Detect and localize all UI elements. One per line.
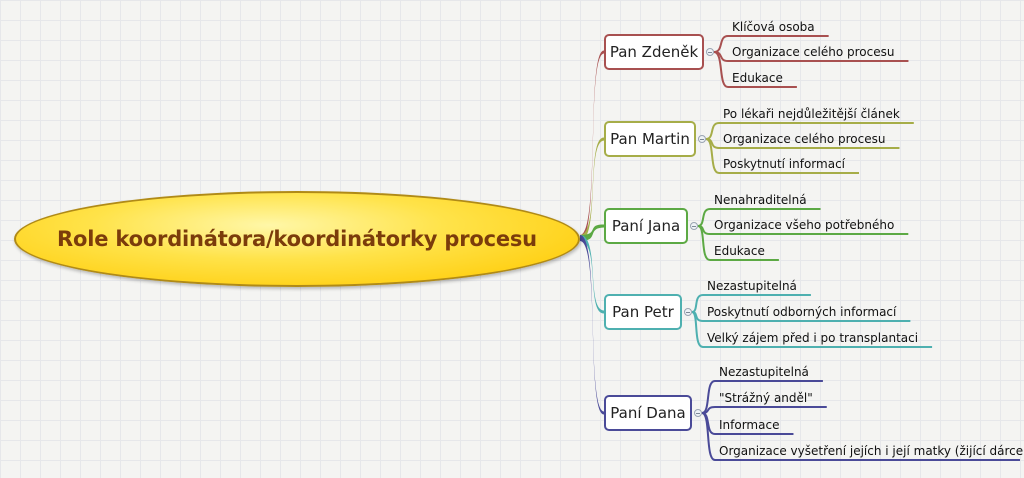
subtopic-connector [697, 225, 779, 261]
subtopic-label[interactable]: Poskytnutí odborných informací [707, 305, 897, 319]
branch-connector-pan-zdenek [580, 50, 604, 241]
subtopic-label[interactable]: Organizace všeho potřebného [714, 218, 895, 232]
branch-node-pan-petr[interactable]: Pan Petr [604, 294, 682, 330]
branch-node-pani-dana[interactable]: Paní Dana [604, 395, 692, 431]
branch-node-pan-martin[interactable]: Pan Martin [604, 121, 696, 157]
subtopic-label[interactable]: Organizace vyšetření jejích i její matky… [719, 444, 1024, 458]
central-topic[interactable]: Role koordinátora/koordinátorky procesu [14, 191, 580, 287]
subtopic-connector [705, 138, 859, 174]
branch-node-label: Pan Petr [612, 303, 674, 321]
subtopic-label[interactable]: Organizace celého procesu [732, 45, 895, 59]
branch-node-label: Pan Martin [610, 130, 690, 148]
subtopic-label[interactable]: Klíčová osoba [732, 20, 815, 34]
collapse-toggle-icon[interactable] [690, 222, 698, 230]
subtopic-label[interactable]: Nezastupitelná [719, 365, 809, 379]
branch-node-pani-jana[interactable]: Paní Jana [604, 208, 688, 244]
collapse-toggle-icon[interactable] [698, 135, 706, 143]
branch-connector-pani-dana [580, 235, 604, 415]
subtopic-label[interactable]: Velký zájem před i po transplantaci [707, 331, 919, 345]
subtopic-label[interactable]: Poskytnutí informací [723, 157, 845, 171]
subtopic-label[interactable]: Nenahraditelná [714, 193, 807, 207]
branch-node-label: Paní Jana [611, 217, 681, 235]
subtopic-connector [713, 51, 797, 88]
subtopic-label[interactable]: "Strážný anděl" [719, 391, 813, 405]
subtopic-connector [691, 311, 933, 348]
branch-node-label: Pan Zdeněk [609, 43, 699, 61]
subtopic-label[interactable]: Edukace [732, 71, 783, 85]
central-topic-label: Role koordinátora/koordinátorky procesu [57, 227, 537, 251]
subtopic-label[interactable]: Informace [719, 418, 780, 432]
collapse-toggle-icon[interactable] [694, 409, 702, 417]
branch-node-pan-zdenek[interactable]: Pan Zdeněk [604, 34, 704, 70]
subtopic-connector [701, 406, 827, 414]
subtopic-label[interactable]: Edukace [714, 244, 765, 258]
subtopic-connector [701, 412, 1020, 461]
subtopic-label[interactable]: Nezastupitelná [707, 279, 797, 293]
branch-node-label: Paní Dana [610, 404, 686, 422]
subtopic-label[interactable]: Organizace celého procesu [723, 132, 886, 146]
subtopic-label[interactable]: Po lékaři nejdůležitější článek [723, 107, 900, 121]
collapse-toggle-icon[interactable] [706, 48, 714, 56]
collapse-toggle-icon[interactable] [684, 308, 692, 316]
branch-connector-pani-jana [580, 224, 604, 241]
